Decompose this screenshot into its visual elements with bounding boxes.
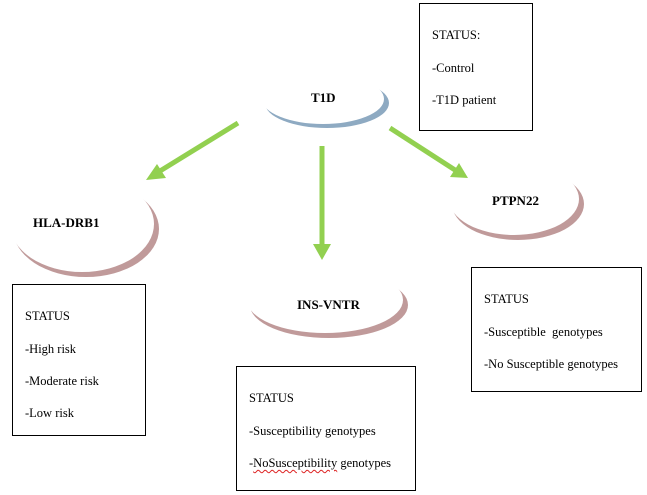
- status-title: STATUS: [484, 292, 529, 306]
- arrow-to-ins: [313, 146, 331, 260]
- status-item: -High risk: [25, 342, 77, 356]
- status-item: -Susceptibility genotypes: [249, 424, 376, 438]
- node-hla-label: HLA-DRB1: [33, 215, 100, 230]
- status-item: -No Susceptible genotypes: [484, 357, 619, 371]
- status-item: -NoSusceptibility genotypes: [249, 456, 391, 471]
- status-title: STATUS:: [432, 28, 481, 42]
- status-title: STATUS: [25, 309, 70, 323]
- node-t1d-label: T1D: [311, 90, 336, 105]
- status-item-text: -NoSusceptibility genotypes: [249, 456, 392, 470]
- node-ptpn-oval: [449, 163, 584, 240]
- node-ins-oval: [247, 267, 408, 338]
- arrow-to-hla: [146, 120, 240, 180]
- hla-status-box: STATUS -High risk -Moderate risk -Low ri…: [12, 284, 146, 436]
- status-title: STATUS: [249, 391, 294, 405]
- ins-status-box: STATUS -Susceptibility genotypes -NoSusc…: [236, 366, 416, 491]
- status-item: -Control: [432, 61, 475, 75]
- arrow-to-ptpn: [388, 125, 468, 178]
- node-t1d-oval: [262, 74, 389, 128]
- status-item: -Low risk: [25, 406, 74, 420]
- node-ins-label: INS-VNTR: [297, 297, 360, 312]
- status-item: -T1D patient: [432, 93, 497, 107]
- spellcheck-underline: NoSusceptibility: [253, 456, 338, 470]
- t1d-status-box: STATUS: -Control -T1D patient: [419, 3, 533, 131]
- node-ptpn-label: PTPN22: [492, 193, 539, 208]
- ptpn-status-box: STATUS -Susceptible genotypes -No Suscep…: [471, 267, 642, 392]
- status-item: -Susceptible genotypes: [484, 325, 603, 339]
- node-hla-oval: [10, 176, 159, 277]
- status-item: -Moderate risk: [25, 374, 99, 388]
